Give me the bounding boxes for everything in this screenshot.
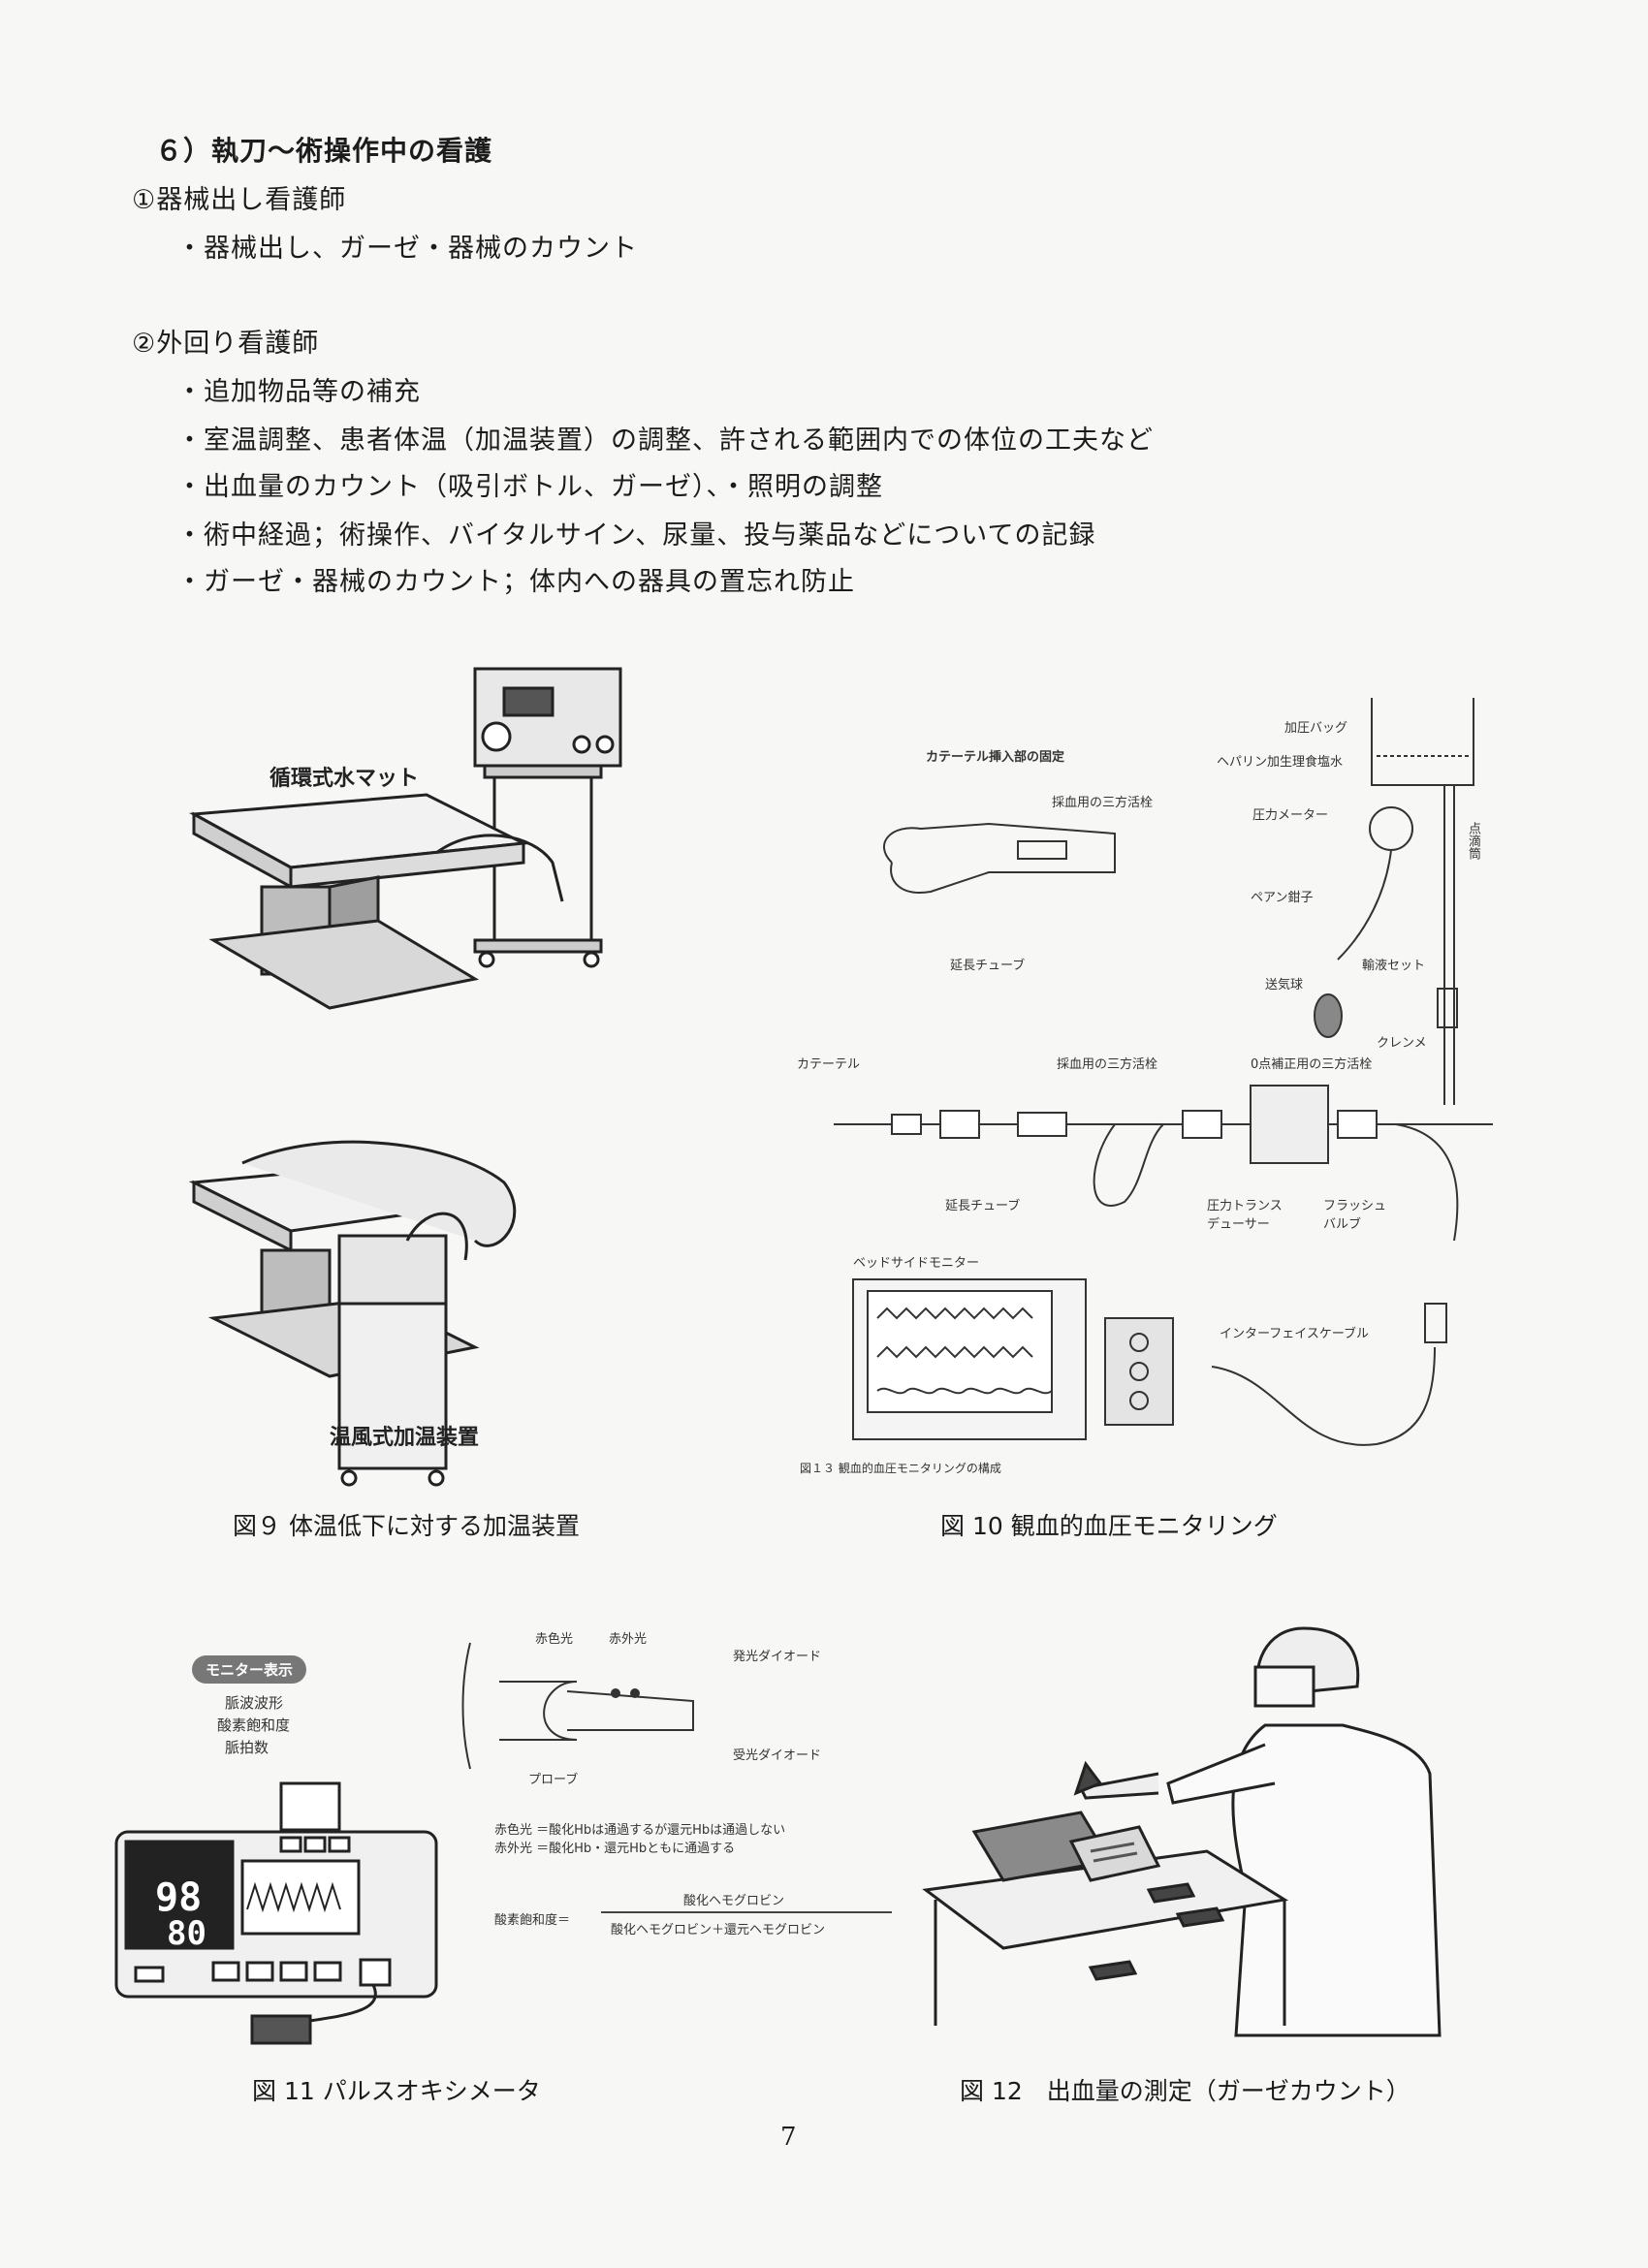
fig10-label-infusion-set: 輸液セット <box>1362 959 1426 973</box>
fig10-label-bedside: ベッドサイドモニター <box>853 1256 980 1271</box>
fig11-spo2-value: 98 <box>155 1875 203 1920</box>
fig9-illustration <box>188 667 622 1487</box>
fig11-monitor-item: 脈拍数 <box>225 1739 269 1756</box>
fig10-label-zero-stopcock: 0点補正用の三方活栓 <box>1251 1057 1373 1072</box>
fig11-sat-numerator: 酸化ヘモグロビン <box>683 1894 785 1908</box>
fig10-label-catheter: カテーテル <box>797 1057 861 1072</box>
fig12-caption: 図 12 出血量の測定（ガーゼカウント） <box>960 2077 1410 2105</box>
fig10-label-drip: 点滴筒 <box>1466 822 1480 860</box>
scrub-nurse-title: ①器械出し看護師 <box>132 185 347 215</box>
fig11-oximeter-illustration <box>114 1781 438 2045</box>
circ-item: ・追加物品等の補充 <box>176 377 421 407</box>
fig11-label-red: 赤色光 <box>535 1632 574 1647</box>
fig10-label-ext-tube-mid: 延長チューブ <box>945 1199 1021 1213</box>
fig11-probe-illustration <box>461 1642 694 1770</box>
page-number: 7 <box>780 2123 797 2152</box>
fig10-label-interface: インターフェイスケーブル <box>1220 1327 1370 1341</box>
fig11-monitor-item: 酸素飽和度 <box>217 1717 291 1734</box>
fig10-inner-caption: 図１３ 観血的血圧モニタリングの構成 <box>800 1462 1001 1475</box>
fig12-illustration <box>922 1626 1442 2037</box>
fig10-caption: 図 10 観血的血圧モニタリング <box>940 1512 1278 1540</box>
section-heading: ６）執刀～術操作中の看護 <box>155 135 493 167</box>
fig10-label-flush: フラッシュ バルブ <box>1323 1199 1387 1232</box>
fig10-illustration <box>834 698 1493 1446</box>
circ-item: ・ガーゼ・器械のカウント；体内への器具の置忘れ防止 <box>176 567 855 597</box>
circ-item: ・出血量のカウント（吸引ボトル、ガーゼ）、・照明の調整 <box>176 472 883 502</box>
fig10-label-transducer: 圧力トランス デューサー <box>1207 1199 1283 1232</box>
fig10-label-pean: ペアン鉗子 <box>1251 891 1314 905</box>
fig10-label-pressure-bag: 加圧バッグ <box>1284 721 1348 736</box>
fig11-note-ir: 赤外光 ＝酸化Hb・還元Hbともに通過する <box>494 1842 736 1856</box>
circ-item: ・室温調整、患者体温（加温装置）の調整、許される範囲内での体位の工夫など <box>176 425 1154 456</box>
circulating-nurse-title: ②外回り看護師 <box>132 329 320 359</box>
fig11-pulse-value: 80 <box>167 1914 206 1953</box>
fig11-monitor-item: 脈波波形 <box>225 1694 284 1712</box>
fig10-label-heparin: ヘパリン加生理食塩水 <box>1217 755 1344 770</box>
fig11-monitor-badge: モニター表示 <box>192 1655 307 1684</box>
fig11-label-probe: プローブ <box>528 1773 579 1787</box>
fig11-sat-label: 酸素飽和度＝ <box>494 1913 571 1928</box>
fig11-caption: 図 11 パルスオキシメータ <box>252 2077 541 2105</box>
fig10-label-ext-tube-top: 延長チューブ <box>950 959 1026 973</box>
fig9-caption: 図９ 体温低下に対する加温装置 <box>233 1512 580 1540</box>
fig10-label-stopcock-mid: 採血用の三方活栓 <box>1057 1057 1158 1072</box>
circ-item: ・術中経過；術操作、バイタルサイン、尿量、投与薬品などについての記録 <box>176 520 1096 551</box>
fig11-sat-denominator: 酸化ヘモグロビン＋還元ヘモグロビン <box>611 1923 826 1937</box>
fig11-label-receiver: 受光ダイオード <box>733 1748 822 1763</box>
fig11-note-red: 赤色光 ＝酸化Hbは通過するが還元Hbは通過しない <box>494 1823 786 1838</box>
fig10-label-gauge: 圧力メーター <box>1252 808 1329 823</box>
fig10-label-stopcock-top: 採血用の三方活栓 <box>1052 796 1154 810</box>
fig11-label-led: 発光ダイオード <box>733 1650 822 1664</box>
fig10-label-fixation: カテーテル挿入部の固定 <box>926 750 1065 765</box>
fig11-fraction-line <box>601 1911 892 1913</box>
scrub-item: ・器械出し、ガーゼ・器械のカウント <box>176 234 638 264</box>
fig11-label-ir: 赤外光 <box>609 1632 648 1647</box>
fig10-label-clamp: クレンメ <box>1377 1036 1427 1051</box>
fig9-label-water-mat: 循環式水マット <box>269 767 420 791</box>
fig9-label-air-warmer: 温風式加温装置 <box>330 1426 480 1450</box>
fig10-label-bulb: 送気球 <box>1265 978 1304 992</box>
